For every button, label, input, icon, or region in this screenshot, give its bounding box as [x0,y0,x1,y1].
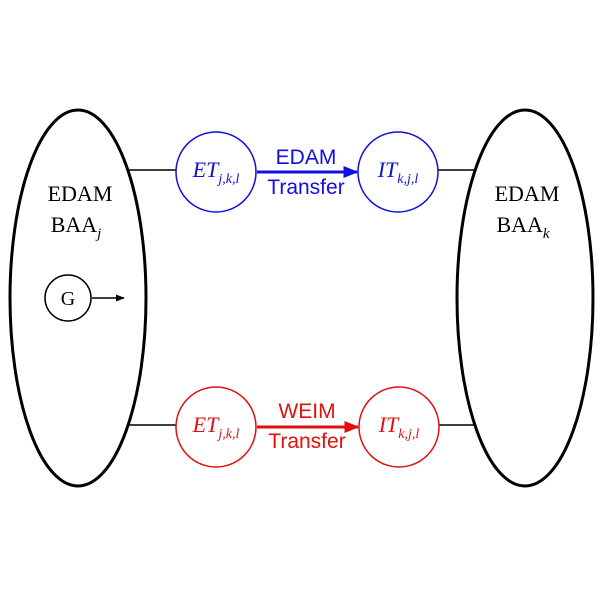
edam-transfer-label-top: EDAM [276,146,337,169]
generator-circle [44,274,92,322]
weim-import-label: ITk,j,l [378,412,420,442]
edam-import-label: ITk,j,l [377,157,419,187]
balancing-area-j-line1: EDAM [48,181,113,206]
balancing-area-j-name: BAAj [51,212,102,242]
balancing-area-k: EDAM BAAk [455,108,595,488]
weim-transfer-link: ETj,k,l ITk,j,l WEIM Transfer [128,386,476,468]
balancing-area-j: EDAM BAAj [8,108,148,488]
weim-transfer-label-top: WEIM [278,400,335,423]
balancing-area-j-ellipse [8,108,148,488]
weim-export-label: ETj,k,l [192,412,240,442]
balancing-area-k-line1: EDAM [495,181,560,206]
edam-export-node [175,131,257,213]
weim-transfer-label-bottom: Transfer [268,430,345,453]
generator-label: G [61,288,75,310]
edam-transfer-label-bottom: Transfer [267,176,344,199]
balancing-area-k-name: BAAk [496,212,549,242]
balancing-area-k-ellipse [455,108,595,488]
weim-export-node [175,386,257,468]
generator: G [44,274,125,322]
edam-export-label: ETj,k,l [192,157,240,187]
edam-transfer-link: ETj,k,l ITk,j,l EDAM Transfer [128,131,476,213]
